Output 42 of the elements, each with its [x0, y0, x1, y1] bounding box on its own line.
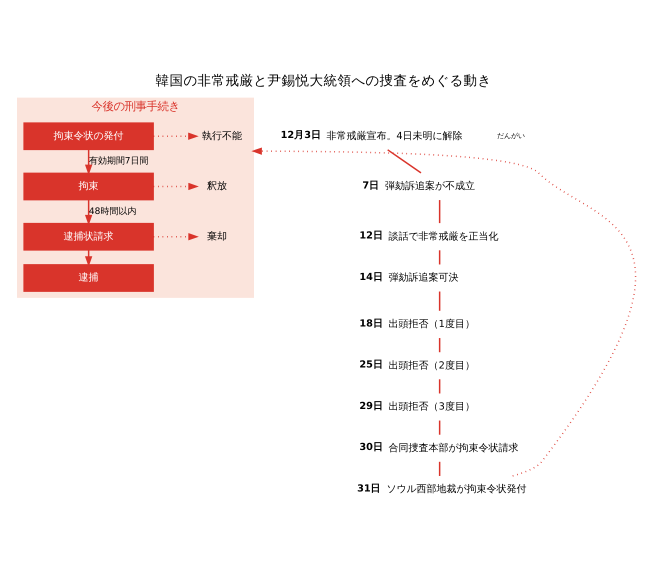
- node-text: 非常戒厳宣布。4日未明に解除: [326, 130, 463, 142]
- node-label: 29日: [359, 400, 383, 412]
- node-box: 逮捕状請求: [23, 222, 154, 250]
- node-label: 31日: [357, 482, 381, 494]
- diagram-title: 韓国の非常戒厳と尹錫悦大統領への捜査をめぐる動き: [156, 72, 492, 88]
- connector: [438, 200, 440, 223]
- arrow: [251, 146, 636, 476]
- node-text: 談話で非常戒厳を正当化: [388, 230, 499, 242]
- connector: [387, 148, 422, 173]
- node-text: 弾劾訴追案が不成立: [384, 180, 475, 192]
- node-text: 釈放: [206, 180, 227, 192]
- arrow: [84, 200, 92, 225]
- connector: [438, 420, 440, 434]
- node-text: 棄却: [206, 230, 227, 242]
- node-text: 弾劾訴追案可決: [388, 272, 459, 284]
- node-text: 出頭拒否（2度目）: [388, 360, 475, 371]
- connector: [438, 378, 440, 393]
- node-box: 逮捕: [23, 264, 154, 292]
- node-label: 18日: [359, 318, 383, 329]
- node-text: 出頭拒否（1度目）: [388, 318, 475, 330]
- node-box: 拘束令状の発付: [23, 122, 154, 150]
- node-label: 7日: [362, 180, 380, 191]
- connector: [438, 338, 440, 352]
- node-label: 12日: [359, 230, 383, 242]
- node-label: 14日: [359, 271, 383, 282]
- edge-label: 48時間以内: [88, 206, 136, 216]
- arrow: [154, 182, 199, 190]
- node-box: 拘束: [23, 172, 154, 200]
- connector: [438, 250, 440, 264]
- arrow: [154, 232, 199, 240]
- edge-label: 有効期間7日間: [88, 156, 149, 166]
- connector: [438, 461, 440, 476]
- node-text: 合同捜査本部が拘束令状請求: [388, 442, 519, 454]
- node-text: 出頭拒否（3度目）: [388, 401, 475, 412]
- node-label: 30日: [359, 442, 383, 453]
- node-text: ソウル西部地裁が拘束令状発付: [386, 484, 526, 495]
- node-label: 12月3日: [280, 130, 321, 141]
- connector: [438, 291, 440, 310]
- arrow: [154, 132, 199, 140]
- node-text: 執行不能: [202, 130, 242, 142]
- arrow: [84, 149, 92, 175]
- node-label: 25日: [359, 359, 383, 370]
